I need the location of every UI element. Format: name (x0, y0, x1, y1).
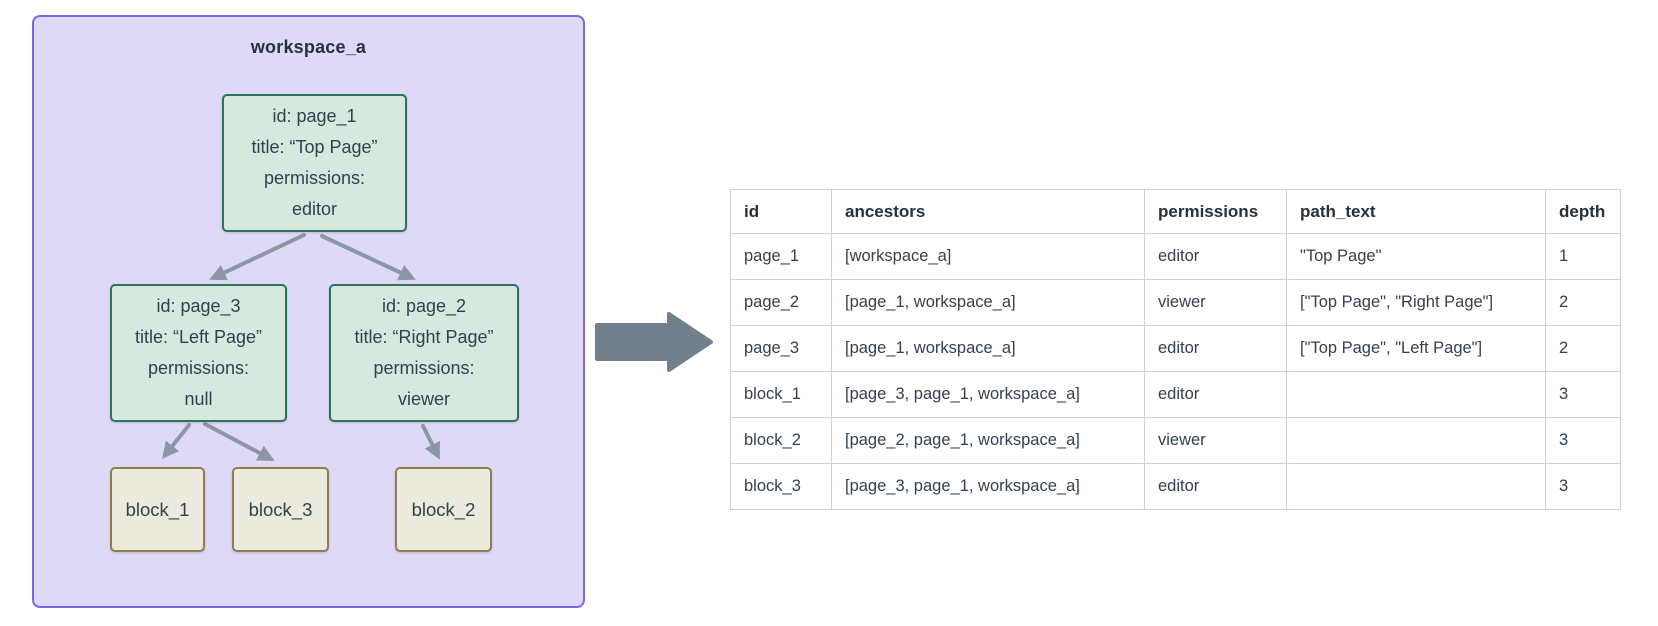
flow-arrow-icon (595, 312, 713, 372)
table-header-row: id ancestors permissions path_text depth (730, 189, 1621, 234)
table-cell-ancestors: [workspace_a] (831, 233, 1145, 280)
table-cell-path-text: "Top Page" (1286, 233, 1546, 280)
table-cell-depth: 1 (1545, 233, 1621, 280)
tree-node-block-3: block_3 (232, 467, 329, 552)
node-text-line: permissions: (263, 168, 366, 188)
node-text-line: viewer (397, 388, 450, 409)
column-header-path-text: path_text (1286, 189, 1546, 234)
table-cell-permissions: editor (1144, 325, 1287, 372)
node-text-line: block_2 (411, 498, 476, 520)
table-cell-path-text (1286, 463, 1546, 510)
result-table: id ancestors permissions path_text depth… (730, 189, 1621, 510)
table-cell-path-text: ["Top Page", "Left Page"] (1286, 325, 1546, 372)
table-cell-permissions: viewer (1144, 279, 1287, 326)
table-cell-depth: 3 (1545, 371, 1621, 418)
table-cell-id: block_2 (730, 417, 832, 464)
node-text-line: editor (291, 198, 338, 219)
edge-page2-block2 (421, 424, 440, 460)
table-row: page_3 [page_1, workspace_a] editor ["To… (730, 325, 1621, 372)
table-cell-permissions: viewer (1144, 417, 1287, 464)
table-cell-id: block_3 (730, 463, 832, 510)
node-text-line: id: page_1 (272, 106, 357, 127)
table-cell-depth: 2 (1545, 325, 1621, 372)
edge-page1-page3 (209, 233, 306, 281)
node-text-line: null (184, 388, 213, 409)
table-row: block_2 [page_2, page_1, workspace_a] vi… (730, 417, 1621, 464)
table-cell-id: page_1 (730, 233, 832, 280)
table-cell-permissions: editor (1144, 371, 1287, 418)
node-text-line: permissions: (147, 358, 250, 378)
table-cell-ancestors: [page_2, page_1, workspace_a] (831, 417, 1145, 464)
edge-page3-block3 (203, 422, 275, 462)
table-cell-permissions: editor (1144, 233, 1287, 280)
table-cell-depth: 3 (1545, 463, 1621, 510)
table-row: block_1 [page_3, page_1, workspace_a] ed… (730, 371, 1621, 418)
table-cell-path-text (1286, 417, 1546, 464)
table-cell-id: page_3 (730, 325, 832, 372)
table-cell-id: page_2 (730, 279, 832, 326)
node-text-line: title: “Top Page” (251, 137, 378, 158)
table-row: page_2 [page_1, workspace_a] viewer ["To… (730, 279, 1621, 326)
table-cell-depth: 2 (1545, 279, 1621, 326)
edge-page1-page2 (320, 234, 416, 281)
tree-node-page-3: id: page_3 title: “Left Page” permission… (110, 284, 287, 422)
table-cell-ancestors: [page_3, page_1, workspace_a] (831, 371, 1145, 418)
table-cell-ancestors: [page_1, workspace_a] (831, 325, 1145, 372)
node-text-line: id: page_3 (156, 296, 241, 317)
node-text-line: block_3 (248, 498, 313, 520)
node-text-line: id: page_2 (381, 296, 467, 317)
table-cell-ancestors: [page_1, workspace_a] (831, 279, 1145, 326)
tree-node-block-2: block_2 (395, 467, 492, 552)
table-cell-ancestors: [page_3, page_1, workspace_a] (831, 463, 1145, 510)
node-text-line: title: “Left Page” (134, 327, 263, 348)
node-text-line: title: “Right Page” (354, 327, 494, 348)
table-cell-path-text (1286, 371, 1546, 418)
table-cell-path-text: ["Top Page", "Right Page"] (1286, 279, 1546, 326)
column-header-depth: depth (1545, 189, 1621, 234)
workspace-container: workspace_a id: page_1 title: “Top Page”… (32, 15, 585, 608)
tree-node-block-1: block_1 (110, 467, 205, 552)
table-cell-permissions: editor (1144, 463, 1287, 510)
column-header-ancestors: ancestors (831, 189, 1145, 234)
column-header-permissions: permissions (1144, 189, 1287, 234)
workspace-title: workspace_a (250, 37, 367, 57)
table-cell-depth: 3 (1545, 417, 1621, 464)
tree-node-page-1: id: page_1 title: “Top Page” permissions… (222, 94, 407, 232)
column-header-id: id (730, 189, 832, 234)
table-cell-id: block_1 (730, 371, 832, 418)
node-text-line: permissions: (373, 358, 475, 378)
table-row: block_3 [page_3, page_1, workspace_a] ed… (730, 463, 1621, 510)
edge-page3-block1 (162, 423, 191, 460)
table-row: page_1 [workspace_a] editor "Top Page" 1 (730, 233, 1621, 280)
node-text-line: block_1 (125, 498, 190, 520)
tree-node-page-2: id: page_2 title: “Right Page” permissio… (329, 284, 519, 422)
